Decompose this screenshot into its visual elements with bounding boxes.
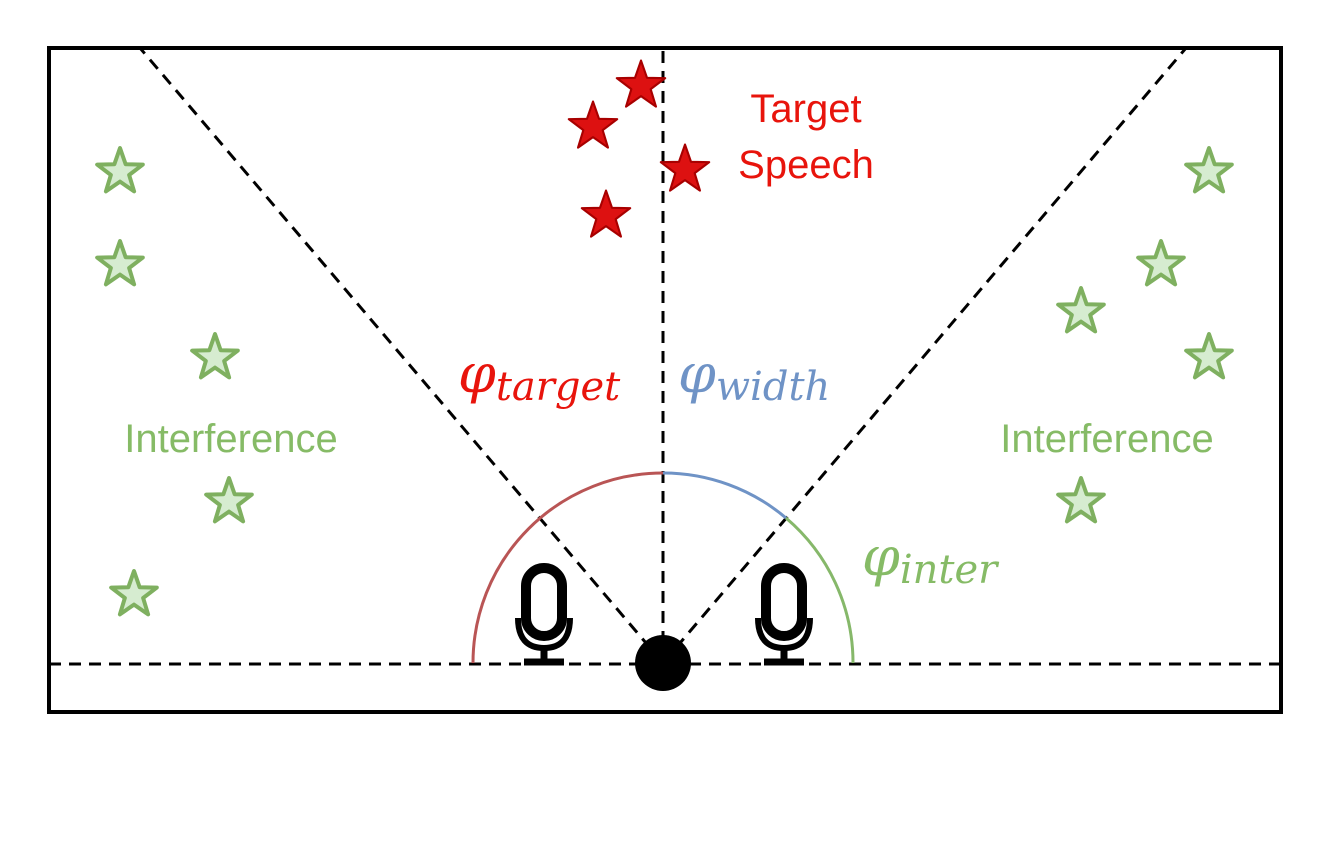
interference-star-icon [204, 476, 254, 524]
dashed-line-right [661, 48, 1188, 664]
target-speech-label-line1: Target [750, 87, 861, 131]
phi-target-label: φtarget [458, 342, 621, 410]
diagram-frame [47, 46, 1283, 714]
dashed-lines [49, 48, 1281, 666]
phi-inter-label: φinter [862, 525, 1000, 593]
microphone-icon [515, 563, 573, 666]
interference-label-right: Interference [1000, 417, 1213, 461]
array-center-dot [635, 635, 691, 691]
interference-star-icon [1184, 146, 1234, 194]
target-speech-label-line2: Speech [738, 143, 874, 187]
phi-width-label: φwidth [678, 342, 830, 410]
arc-width [662, 471, 787, 520]
interference-star-icon [1136, 239, 1186, 287]
interference-star-icon [1056, 286, 1106, 334]
interference-label-left: Interference [124, 417, 337, 461]
target-star-icon [659, 143, 711, 192]
interference-stars-left [95, 146, 254, 617]
interference-star-icon [109, 569, 159, 617]
phi-width-subscript: width [716, 364, 830, 410]
phi-inter-subscript: inter [900, 547, 1000, 593]
dashed-line-left [138, 48, 665, 664]
target-star-icon [615, 59, 667, 108]
interference-star-icon [95, 239, 145, 287]
interference-stars-right [1056, 146, 1234, 524]
phi-symbol: φ [862, 525, 900, 588]
target-star-icon [580, 189, 632, 238]
interference-star-icon [190, 332, 240, 380]
arc-inter [785, 516, 855, 664]
microphone-icon [755, 563, 813, 666]
interference-star-icon [1056, 476, 1106, 524]
interference-star-icon [1184, 332, 1234, 380]
target-star-icon [567, 100, 619, 149]
arc-target [471, 471, 664, 664]
phi-target-subscript: target [496, 364, 621, 410]
phi-symbol: φ [678, 342, 716, 405]
interference-star-icon [95, 146, 145, 194]
phi-symbol: φ [458, 342, 496, 405]
target-stars [567, 59, 711, 238]
